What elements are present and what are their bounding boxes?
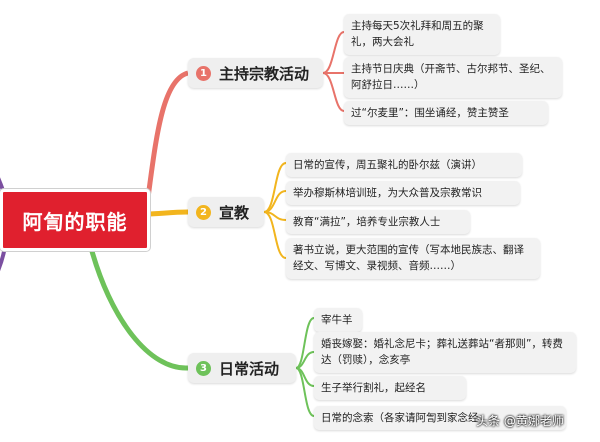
leaf-text: 主持每天5次礼拜和周五的聚礼，两大会礼 [351, 20, 484, 49]
branch-label: 宣教 [219, 203, 250, 222]
leaf-node: 过“尔麦里”：围坐诵经，赞主赞圣 [344, 101, 548, 126]
branch-label: 日常活动 [219, 359, 280, 378]
number-badge: 1 [196, 65, 211, 81]
leaf-text: 著书立说，更大范围的宣传（写本地民族志、翻译经文、写博文、录视频、音频……） [293, 244, 524, 273]
number-badge: 3 [196, 360, 211, 376]
leaf-node: 婚丧嫁娶：婚礼念尼卡；葬礼送葬站“者那则”，转费达（罚赎），念亥亭 [314, 332, 576, 373]
branch-node-preaching: 2 宣教 [188, 197, 264, 227]
leaf-node: 生子举行割礼，起经名 [314, 376, 466, 401]
leaf-text: 生子举行割礼，起经名 [321, 382, 426, 394]
leaf-node: 举办穆斯林培训班，为大众普及宗教常识 [286, 181, 520, 206]
leaf-text: 日常的念索（各家请阿訇到家念经 [321, 412, 479, 424]
leaf-node: 宰牛羊 [314, 308, 362, 333]
branch-label: 主持宗教活动 [219, 64, 310, 83]
branch-node-religious-activities: 1 主持宗教活动 [188, 58, 323, 88]
branch-node-daily-activities: 3 日常活动 [188, 353, 296, 383]
leaf-node: 日常的宣传，周五聚礼的卧尔兹（演讲） [286, 153, 522, 178]
watermark: 头条 @黄娜老师 [476, 414, 564, 428]
leaf-text: 宰牛羊 [321, 314, 353, 326]
leaf-text: 举办穆斯林培训班，为大众普及宗教常识 [293, 187, 482, 199]
leaf-node: 著书立说，更大范围的宣传（写本地民族志、翻译经文、写博文、录视频、音频……） [286, 238, 540, 279]
leaf-text: 过“尔麦里”：围坐诵经，赞主赞圣 [351, 107, 509, 119]
root-node: 阿訇的职能 [0, 189, 150, 251]
number-badge: 2 [196, 204, 211, 220]
leaf-node: 日常的念索（各家请阿訇到家念经 [314, 406, 566, 431]
leaf-text: 日常的宣传，周五聚礼的卧尔兹（演讲） [293, 159, 482, 171]
leaf-node: 主持每天5次礼拜和周五的聚礼，两大会礼 [344, 14, 500, 55]
leaf-text: 主持节日庆典（开斋节、古尔邦节、圣纪、阿舒拉日……） [351, 63, 551, 92]
leaf-node: 主持节日庆典（开斋节、古尔邦节、圣纪、阿舒拉日……） [344, 57, 562, 98]
leaf-text: 教育“满拉”，培养专业宗教人士 [293, 216, 441, 228]
leaf-node: 教育“满拉”，培养专业宗教人士 [286, 210, 470, 235]
root-label: 阿訇的职能 [22, 209, 128, 234]
leaf-text: 婚丧嫁娶：婚礼念尼卡；葬礼送葬站“者那则”，转费达（罚赎），念亥亭 [321, 338, 563, 367]
